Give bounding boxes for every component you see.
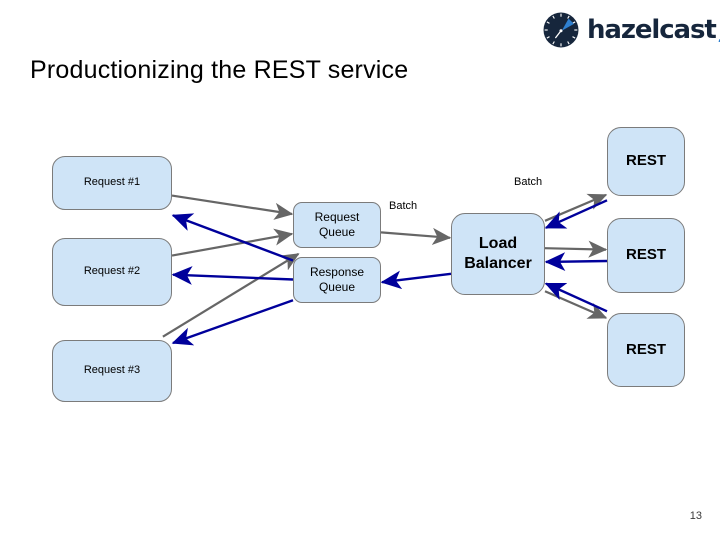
node-label-request2: Request #2 bbox=[83, 265, 141, 278]
node-request1[interactable]: Request #1 bbox=[52, 156, 172, 210]
node-label-rest2: REST bbox=[625, 246, 666, 264]
page-number: 13 bbox=[689, 510, 702, 522]
edge-lb-to-response-queue bbox=[380, 270, 452, 290]
node-rest3[interactable]: REST bbox=[607, 313, 685, 387]
edge-rest3-to-lb bbox=[544, 282, 608, 313]
logo-wordmark: hazelcast JET bbox=[587, 17, 720, 43]
node-rest1[interactable]: REST bbox=[607, 127, 685, 196]
node-label-rest3: REST bbox=[625, 340, 666, 358]
edge-lb-to-rest1 bbox=[544, 193, 608, 222]
edge-req2-to-request-queue bbox=[171, 228, 294, 257]
node-request2[interactable]: Request #2 bbox=[52, 238, 172, 306]
edge-label-batch-queue-to-lb: Batch bbox=[389, 200, 418, 212]
edge-response-queue-to-req3 bbox=[171, 299, 294, 346]
node-label-rest1: REST bbox=[625, 152, 666, 170]
edge-lb-to-rest2 bbox=[544, 240, 608, 258]
gauge-speedometer-icon bbox=[543, 12, 579, 48]
edge-req1-to-request-queue bbox=[171, 194, 294, 220]
hazelcast-jet-logo: hazelcast JET bbox=[542, 8, 717, 52]
edge-label-batch-lb-to-rest: Batch bbox=[514, 176, 543, 188]
edge-lb-to-rest3 bbox=[544, 290, 608, 319]
page-title: Productionizing the REST service bbox=[30, 56, 409, 84]
edge-rest2-to-lb bbox=[544, 252, 608, 271]
logo-word-hazelcast: hazelcast bbox=[587, 15, 717, 45]
node-label-request1: Request #1 bbox=[83, 176, 141, 189]
node-label-request3: Request #3 bbox=[83, 364, 141, 377]
node-request3[interactable]: Request #3 bbox=[52, 340, 172, 402]
edge-response-queue-to-req1 bbox=[171, 213, 294, 262]
edge-response-queue-to-req2 bbox=[171, 266, 294, 285]
edge-rest1-to-lb bbox=[544, 199, 608, 229]
node-rest2[interactable]: REST bbox=[607, 218, 685, 293]
edge-request-queue-to-lb bbox=[380, 227, 452, 245]
edge-req3-to-request-queue bbox=[162, 252, 300, 338]
